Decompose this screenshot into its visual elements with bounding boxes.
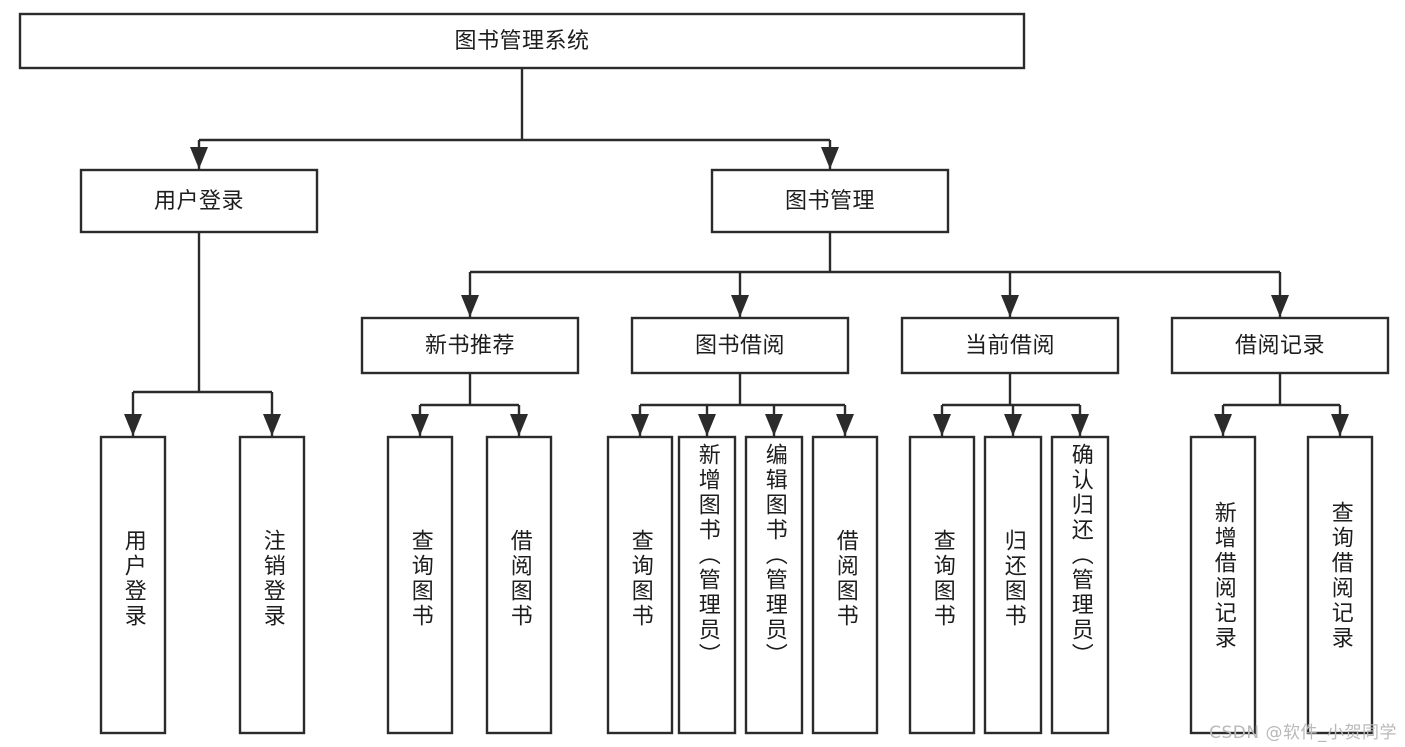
arrow-head-icon (124, 414, 142, 436)
node-box-leaf-query-book-2[interactable] (606, 435, 674, 735)
node-box-leaf-query-book-3[interactable] (908, 435, 976, 735)
node-box-new-book-rec[interactable] (360, 316, 580, 375)
node-box-current-borrow[interactable] (900, 316, 1120, 375)
node-label: 用户登录 (154, 189, 244, 214)
node-box-leaf-return-book[interactable] (983, 435, 1043, 735)
node-box-book-borrow[interactable] (630, 316, 850, 375)
arrow-head-icon (1331, 414, 1349, 436)
arrow-head-icon (1004, 414, 1022, 436)
arrow-head-icon (821, 147, 839, 169)
node-box-leaf-add-record[interactable] (1189, 435, 1257, 735)
arrow-head-icon (765, 414, 783, 436)
node-box-leaf-borrow-book-1[interactable] (485, 435, 553, 735)
node-box-root[interactable] (18, 12, 1026, 70)
node-label: 图书借阅 (695, 334, 785, 359)
arrow-head-icon (1071, 414, 1089, 436)
arrow-head-icon (698, 414, 716, 436)
arrow-head-icon (411, 414, 429, 436)
node-label: 图书管理 (785, 189, 875, 214)
node-box-leaf-user-login[interactable] (99, 435, 167, 735)
node-box-book-manage[interactable] (710, 168, 950, 234)
node-label: 当前借阅 (965, 334, 1055, 359)
node-box-leaf-logout[interactable] (238, 435, 306, 735)
node-label: 新书推荐 (425, 334, 515, 359)
node-box-borrow-record[interactable] (1170, 316, 1390, 375)
arrow-head-icon (461, 295, 479, 317)
node-box-leaf-edit-book[interactable] (744, 435, 804, 735)
arrow-head-icon (510, 414, 528, 436)
node-box-leaf-add-book[interactable] (677, 435, 737, 735)
arrow-head-icon (1001, 295, 1019, 317)
arrow-head-icon (933, 414, 951, 436)
arrow-head-icon (190, 147, 208, 169)
arrow-head-icon (631, 414, 649, 436)
node-box-leaf-query-record[interactable] (1306, 435, 1374, 735)
node-box-leaf-borrow-book-2[interactable] (811, 435, 879, 735)
node-box-user-login[interactable] (79, 168, 319, 234)
arrow-head-icon (731, 295, 749, 317)
arrow-head-icon (263, 414, 281, 436)
node-box-leaf-confirm-return[interactable] (1050, 435, 1110, 735)
node-label: 图书管理系统 (454, 29, 589, 54)
connector-edges (124, 68, 1349, 436)
arrow-head-icon (1214, 414, 1232, 436)
node-label: 借阅记录 (1235, 334, 1325, 359)
arrow-head-icon (836, 414, 854, 436)
arrow-head-icon (1271, 295, 1289, 317)
node-box-leaf-query-book-1[interactable] (386, 435, 454, 735)
